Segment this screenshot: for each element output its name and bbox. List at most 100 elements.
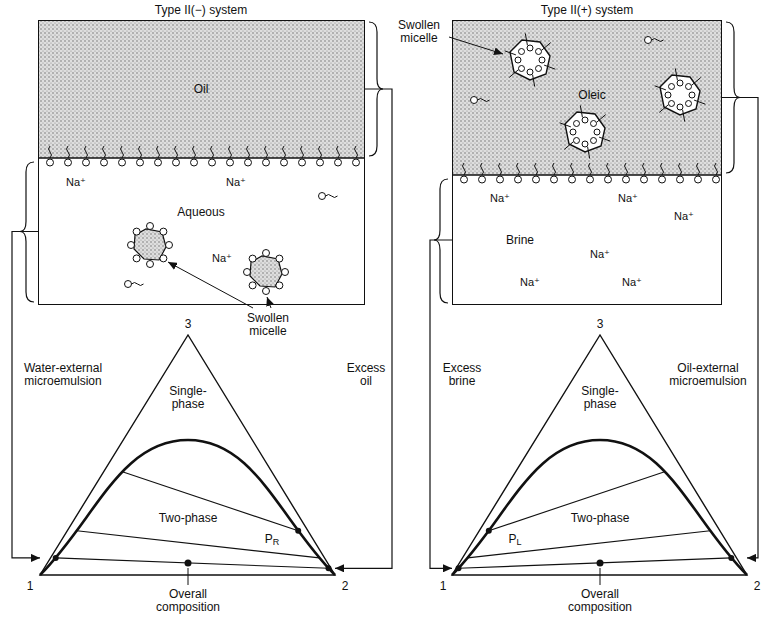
text-holder: Single-phase	[162, 385, 214, 411]
text-holder: Na⁺	[490, 192, 510, 205]
leader-line	[267, 297, 271, 308]
text-holder: Oleic	[578, 89, 605, 102]
text-holder: Excess oil	[345, 362, 387, 388]
surfactant-layer	[38, 146, 365, 170]
ion-label: Na⁺	[622, 276, 642, 289]
swollen-micelle	[560, 105, 611, 158]
composition-point	[597, 559, 604, 566]
text-holder: Overall composition	[560, 588, 640, 614]
ion-label: Na⁺	[520, 276, 540, 289]
text-holder: Water-external microemulsion	[19, 362, 107, 388]
text-holder: Brine	[506, 234, 534, 247]
binodal-curve	[452, 440, 747, 575]
composition-point	[185, 559, 192, 566]
vertex-number: 1	[440, 580, 447, 593]
system-heading: Type II(+) system	[541, 4, 633, 17]
phase-name: Oil	[194, 83, 209, 96]
system-container: Type II(−) systemOilAqueousNa⁺Na⁺Na⁺	[38, 20, 365, 305]
vertex-number: 2	[342, 580, 349, 593]
connector-arrow	[722, 98, 758, 558]
phase-name: Oleic	[578, 89, 605, 102]
ion-label: Na⁺	[590, 248, 610, 261]
text-holder: Na⁺	[590, 248, 610, 261]
connector-arrow	[335, 89, 392, 568]
swollen-micelle	[655, 68, 706, 121]
swollen-micelle	[128, 223, 173, 268]
text-holder: 1	[27, 580, 34, 593]
aqueous-phase: AqueousNa⁺Na⁺Na⁺	[38, 158, 365, 305]
connector-arrow	[430, 240, 452, 568]
text-holder: Na⁺	[66, 176, 86, 189]
surfactant-layer	[452, 163, 722, 187]
connector-label: Oil-external microemulsion	[664, 362, 752, 388]
plait-point	[486, 528, 492, 534]
surfactant-monomer	[645, 37, 664, 44]
text-holder: Na⁺	[674, 210, 694, 223]
text-holder: Na⁺	[618, 192, 638, 205]
surfactant-monomer	[319, 193, 338, 200]
region-label: Single-phase	[162, 385, 214, 411]
ion-label: Na⁺	[66, 176, 86, 189]
tie-line	[56, 558, 329, 568]
text-holder: 3	[185, 318, 192, 331]
text-holder: Aqueous	[177, 206, 224, 219]
plait-point	[295, 528, 301, 534]
text-holder: Na⁺	[520, 276, 540, 289]
text-holder: Na⁺	[226, 176, 246, 189]
leader-line	[188, 568, 189, 585]
text-holder: Type II(+) system	[541, 4, 633, 17]
text-holder: Two-phase	[159, 512, 218, 525]
text-holder: Type II(−) system	[155, 4, 247, 17]
composition-label: Overall composition	[148, 588, 228, 614]
connector-arrow	[12, 232, 40, 558]
system-container: Type II(+) systemOleicBrineNa⁺Na⁺Na⁺Na⁺N…	[452, 20, 722, 305]
callout-label: Swollen micelle	[392, 19, 446, 45]
ion-label: Na⁺	[490, 192, 510, 205]
connector-label: Excess brine	[439, 362, 485, 388]
swollen-micelle	[244, 250, 289, 295]
oil-phase: Oil	[38, 20, 365, 158]
connector-label: Water-external microemulsion	[19, 362, 107, 388]
text-holder: Two-phase	[571, 512, 630, 525]
plait-point-label: PR	[265, 533, 280, 546]
region-label: Two-phase	[159, 512, 218, 525]
text-holder: Na⁺	[212, 252, 232, 265]
brine-phase: BrineNa⁺Na⁺Na⁺Na⁺Na⁺Na⁺	[452, 175, 722, 305]
leader-line	[168, 262, 253, 308]
interface-line	[452, 174, 722, 175]
text-holder: 1	[440, 580, 447, 593]
text-holder: Excess brine	[439, 362, 485, 388]
text-holder: Oil-external microemulsion	[664, 362, 752, 388]
binodal-curve	[40, 440, 335, 575]
composition-label: Overall composition	[560, 588, 640, 614]
tie-line	[459, 558, 732, 568]
callout-label: Swollen micelle	[241, 312, 295, 338]
phase-name: Brine	[506, 234, 534, 247]
oil-stipple	[38, 20, 365, 158]
phase-point	[456, 565, 462, 571]
vertex-number: 2	[754, 580, 761, 593]
oil-stipple	[452, 20, 722, 175]
text-holder: Swollen micelle	[392, 19, 446, 45]
text-holder: Overall composition	[148, 588, 228, 614]
text-holder: PR	[265, 533, 280, 546]
phase-point	[53, 555, 59, 561]
text-holder: Single-phase	[574, 385, 626, 411]
text-holder: 2	[754, 580, 761, 593]
leader-line	[449, 37, 503, 54]
interface-line	[38, 157, 365, 158]
brace	[434, 179, 448, 303]
tie-line	[489, 472, 665, 531]
ion-label: Na⁺	[618, 192, 638, 205]
text-holder: PL	[508, 533, 521, 546]
connector-label: Excess oil	[345, 362, 387, 388]
vertex-number: 3	[597, 318, 604, 331]
tie-line	[122, 472, 298, 531]
text-holder: 3	[597, 318, 604, 331]
text-holder: Na⁺	[622, 276, 642, 289]
oleic-phase: Oleic	[452, 20, 722, 175]
surfactant-monomer	[471, 97, 490, 104]
phase-point	[728, 555, 734, 561]
